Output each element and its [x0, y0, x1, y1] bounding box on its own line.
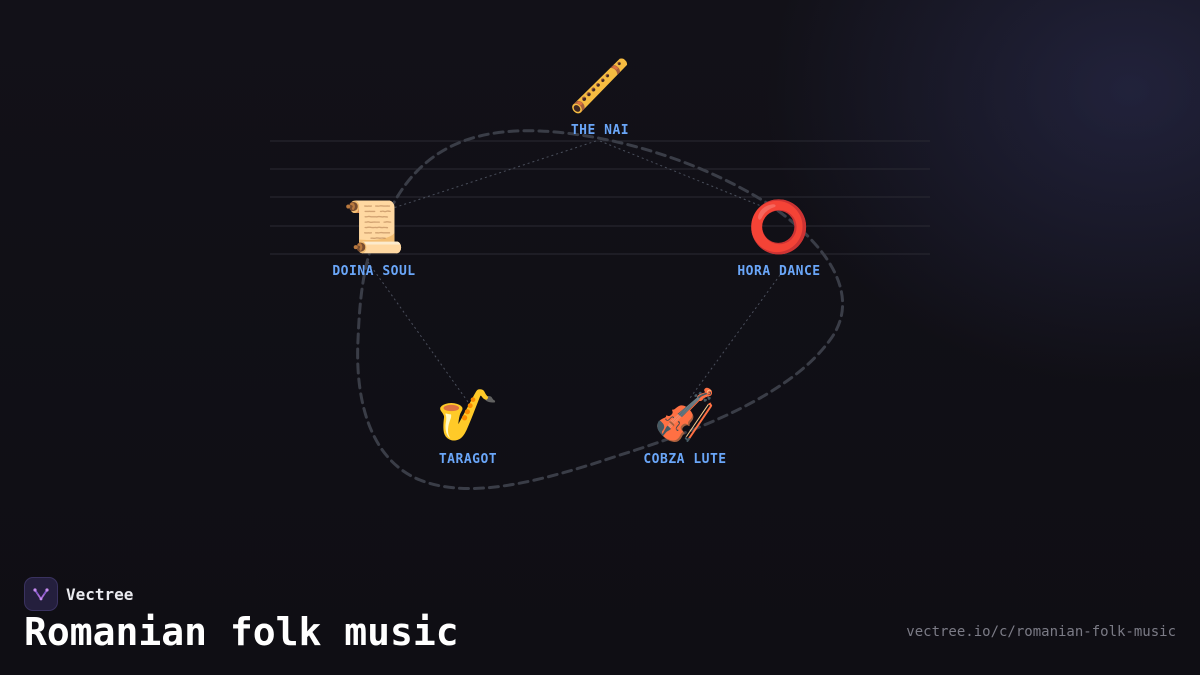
- vectree-logo-icon: [24, 577, 58, 611]
- edges-group: [367, 140, 781, 403]
- node-taragot[interactable]: 🎷 TARAGOT: [437, 386, 499, 467]
- ring-icon: ⭕: [747, 198, 811, 256]
- page-title: Romanian folk music: [24, 610, 459, 654]
- pan-flute-icon: 🪈: [568, 57, 632, 115]
- scroll-icon: 📜: [342, 198, 406, 256]
- node-label: TARAGOT: [438, 452, 498, 467]
- node-hora-dance[interactable]: ⭕ HORA DANCE: [737, 198, 820, 279]
- edge-hora-dance-to-cobza-lute: [689, 274, 781, 399]
- loop-path: [356, 129, 845, 490]
- node-label: COBZA LUTE: [643, 452, 727, 467]
- saxophone-icon: 🎷: [436, 386, 500, 444]
- node-the-nai[interactable]: 🪈 THE NAI: [569, 57, 631, 138]
- edge-the-nai-to-doina-soul: [371, 140, 597, 216]
- node-label: THE NAI: [570, 123, 630, 138]
- brand-name: Vectree: [66, 584, 134, 604]
- brand[interactable]: Vectree: [24, 577, 133, 611]
- page-url[interactable]: vectree.io/c/romanian-folk-music: [906, 624, 1176, 640]
- violin-icon: 🎻: [653, 386, 717, 444]
- node-cobza-lute[interactable]: 🎻 COBZA LUTE: [643, 386, 726, 467]
- node-label: DOINA SOUL: [332, 264, 416, 279]
- edge-doina-soul-to-taragot: [367, 261, 469, 403]
- edge-the-nai-to-hora-dance: [599, 140, 777, 213]
- node-label: HORA DANCE: [737, 264, 821, 279]
- node-doina-soul[interactable]: 📜 DOINA SOUL: [332, 198, 415, 279]
